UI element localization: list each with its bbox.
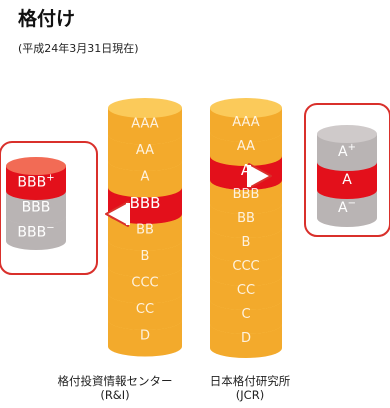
agency-abbr-ri: (R&I)	[100, 388, 130, 402]
rating-label-left-b: B	[141, 249, 150, 264]
rating-label-right-ccc: CCC	[232, 259, 259, 274]
modifier: −	[46, 223, 54, 234]
disc-left-cc-side	[108, 293, 182, 330]
disc-left-aaa-top	[108, 98, 182, 118]
rating-label-right-bb: BB	[237, 211, 255, 226]
callout-disc-1-side	[6, 191, 66, 225]
modifier: +	[348, 142, 356, 153]
callout-disc-2-side	[317, 190, 377, 227]
callout-disc-2-side	[6, 216, 66, 250]
disc-left-a-side	[108, 161, 182, 198]
disc-left-aa-side	[108, 134, 182, 171]
agency-abbr-jcr: (JCR)	[235, 388, 265, 402]
zoom-right-callout: A+AA−	[247, 103, 390, 237]
rating-label-left-aa: AA	[136, 143, 154, 158]
rating-label-left-d: D	[140, 328, 150, 343]
rating-label-right-d: D	[241, 331, 251, 346]
callout-disc-0-side	[6, 166, 66, 200]
modifier: −	[348, 198, 356, 209]
callout-label-0: BBB+	[17, 173, 54, 191]
rating-label-right-bbb: BBB	[233, 187, 260, 202]
disc-left-d-side	[108, 320, 182, 357]
rating-label-right-b: B	[242, 235, 251, 250]
rating-label-right-cc: CC	[237, 283, 255, 298]
disc-right-aaa-top	[210, 98, 282, 118]
callout-disc-0-side	[317, 134, 377, 171]
rating-label-left-bbb: BBB	[130, 194, 161, 212]
rating-label-left-a: A	[141, 169, 150, 184]
rating-label-right-a: A	[241, 161, 252, 179]
rating-label-right-c: C	[241, 307, 250, 322]
disc-left-ccc-side	[108, 267, 182, 304]
rating-label-right-aa: AA	[237, 139, 255, 154]
callout-pointer-mask	[126, 203, 130, 225]
callout-label-1: BBB	[22, 200, 51, 216]
as-of-date: (平成24年3月31日現在)	[18, 42, 139, 55]
rating-label-left-cc: CC	[136, 302, 154, 317]
page-title: 格付け	[18, 8, 76, 30]
disc-left-aaa-side	[108, 108, 182, 145]
agency-name-jcr: 日本格付研究所	[209, 374, 291, 388]
agency-label-ri: 格付投資情報センター (R&I)	[50, 374, 180, 402]
rating-label-left-bb: BB	[136, 222, 154, 237]
rating-label-left-ccc: CCC	[131, 275, 158, 290]
callout-disc-1-side	[317, 162, 377, 199]
agency-label-jcr: 日本格付研究所 (JCR)	[190, 374, 310, 402]
rating-label-right-aaa: AAA	[232, 115, 260, 130]
zoom-left-callout: BBB+ BBB BBB−	[0, 141, 130, 275]
callout-pointer-mask	[247, 165, 251, 187]
disc-left-b-side	[108, 240, 182, 277]
rating-label-left-aaa: AAA	[131, 116, 159, 131]
agency-name-ri: 格付投資情報センター	[57, 374, 173, 388]
callout-disc-0-top	[6, 157, 66, 175]
modifier: +	[46, 173, 54, 184]
callout-label-1: A	[342, 172, 352, 188]
callout-disc-0-top	[317, 125, 377, 143]
callout-label-2: BBB−	[17, 223, 54, 241]
